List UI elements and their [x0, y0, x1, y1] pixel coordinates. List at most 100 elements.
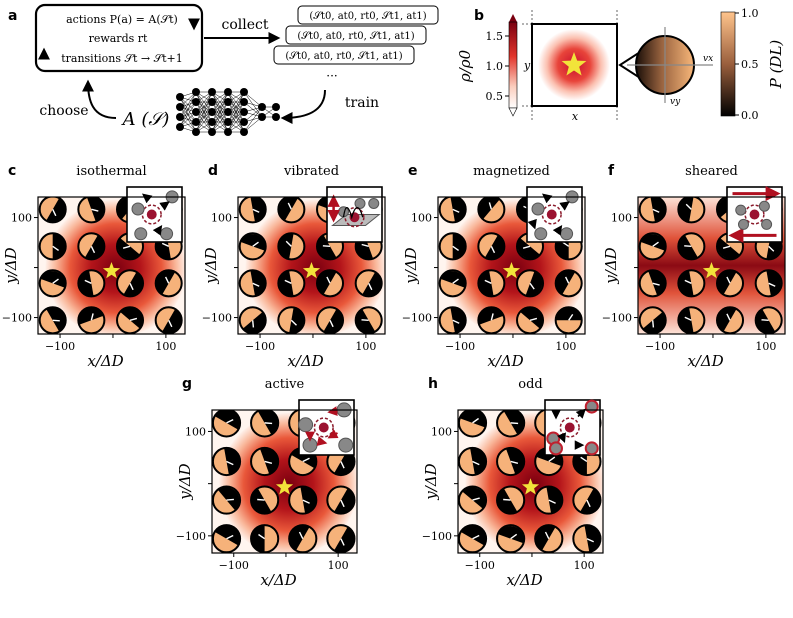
actions-text: actions P(a) = A(𝒮t) — [66, 13, 178, 26]
velocity-disc — [38, 269, 67, 298]
y-axis-label: y/ΔD — [402, 247, 420, 284]
density-colorbar — [508, 21, 518, 109]
target-star — [302, 262, 321, 279]
probability-axis-label: P (DL) — [767, 40, 785, 90]
velocity-disc — [477, 232, 506, 261]
y-tick-label: −100 — [422, 530, 452, 543]
velocity-disc — [316, 269, 345, 298]
velocity-disc — [496, 485, 526, 515]
velocity-disc — [277, 197, 306, 224]
target-star — [521, 478, 540, 495]
velocity-disc — [458, 410, 488, 438]
x-tick-label: 100 — [328, 559, 349, 572]
velocity-disc — [326, 485, 356, 515]
velocity-disc — [38, 197, 67, 224]
velocity-disc — [638, 269, 667, 298]
velocity-disc — [496, 446, 526, 477]
vy-label: vy — [670, 97, 681, 107]
target-star — [702, 262, 721, 279]
velocity-disc — [238, 197, 267, 224]
y-tick-label: 100 — [411, 212, 432, 225]
target-star — [275, 478, 294, 495]
velocity-disc — [458, 446, 488, 477]
x-axis-label: x/ΔD — [87, 352, 123, 370]
y-tick-label: 100 — [211, 212, 232, 225]
disc-grid — [38, 197, 183, 334]
velocity-disc — [458, 524, 488, 553]
collect-label: collect — [222, 17, 269, 33]
velocity-disc — [716, 269, 745, 298]
velocity-disc — [77, 306, 106, 334]
y-tick-label: 100 — [11, 212, 32, 225]
y-tick-label: −100 — [202, 312, 232, 325]
probability-colorbar — [720, 11, 736, 117]
velocity-disc — [496, 524, 526, 553]
velocity-disc — [438, 306, 467, 334]
panel-letter: e — [408, 163, 418, 179]
policy-label: A (𝒮) — [121, 109, 170, 130]
velocity-disc — [238, 306, 267, 334]
velocity-disc — [277, 269, 306, 298]
velocity-disc — [516, 269, 545, 298]
velocity-disc — [516, 306, 545, 334]
density-tick-3: 0.5 — [486, 90, 504, 103]
panel-b: b 1.5 1.0 0.5 ρ/ρ0 y x vx vy 1.0 0.5 0.0… — [456, 7, 785, 123]
x-tick-label: −100 — [445, 340, 475, 353]
velocity-disc — [638, 197, 667, 224]
axes-frame — [37, 196, 186, 335]
velocity-disc — [677, 197, 706, 224]
prob-tick-1: 1.0 — [741, 7, 759, 20]
y-axis-label: y/ΔD — [176, 463, 194, 500]
velocity-disc — [554, 306, 583, 334]
velocity-disc — [316, 306, 345, 334]
choose-label: choose — [39, 103, 88, 119]
velocity-disc — [238, 269, 267, 298]
velocity-disc — [438, 197, 467, 224]
velocity-disc — [250, 410, 280, 438]
panel-title: magnetized — [473, 164, 550, 179]
y-axis-label: y/ΔD — [202, 247, 220, 284]
panel-letter-b: b — [474, 8, 484, 24]
velocity-disc — [354, 269, 383, 298]
train-arrow — [280, 89, 326, 124]
y-axis-label: y/ΔD — [2, 247, 20, 284]
velocity-disc — [572, 524, 602, 553]
x-tick-label: −100 — [219, 559, 249, 572]
velocity-disc — [250, 446, 280, 477]
colorbar-extend-top — [509, 14, 517, 22]
y-tick-label: 100 — [431, 425, 452, 438]
velocity-disc — [250, 485, 280, 515]
velocity-disc — [288, 524, 318, 553]
velocity-disc — [116, 306, 145, 334]
panel-title: sheared — [685, 164, 738, 179]
buffer-dots: ··· — [326, 69, 337, 83]
neural-network-icon — [176, 88, 280, 136]
y-tick-label: −100 — [2, 312, 32, 325]
velocity-disc — [77, 232, 106, 261]
axes-frame — [457, 409, 604, 554]
x-axis-label: x/ΔD — [687, 352, 723, 370]
velocity-disc — [754, 306, 783, 334]
train-label: train — [345, 95, 379, 111]
velocity-disc — [438, 269, 467, 298]
velocity-disc — [638, 306, 667, 334]
prob-tick-2: 0.5 — [741, 58, 759, 71]
velocity-disc — [638, 232, 667, 261]
velocity-disc — [238, 232, 267, 261]
panel-letter: d — [208, 163, 218, 179]
velocity-disc — [326, 524, 356, 553]
rl-loop-box — [34, 3, 204, 73]
panel-letter: c — [8, 163, 16, 179]
axes-frame — [211, 409, 358, 554]
axes-frame — [437, 196, 586, 335]
x-tick-label: 100 — [755, 340, 776, 353]
velocity-disc — [77, 269, 106, 298]
panel-letter: h — [428, 376, 438, 392]
velocity-disc — [438, 232, 467, 261]
velocity-disc — [477, 306, 506, 334]
